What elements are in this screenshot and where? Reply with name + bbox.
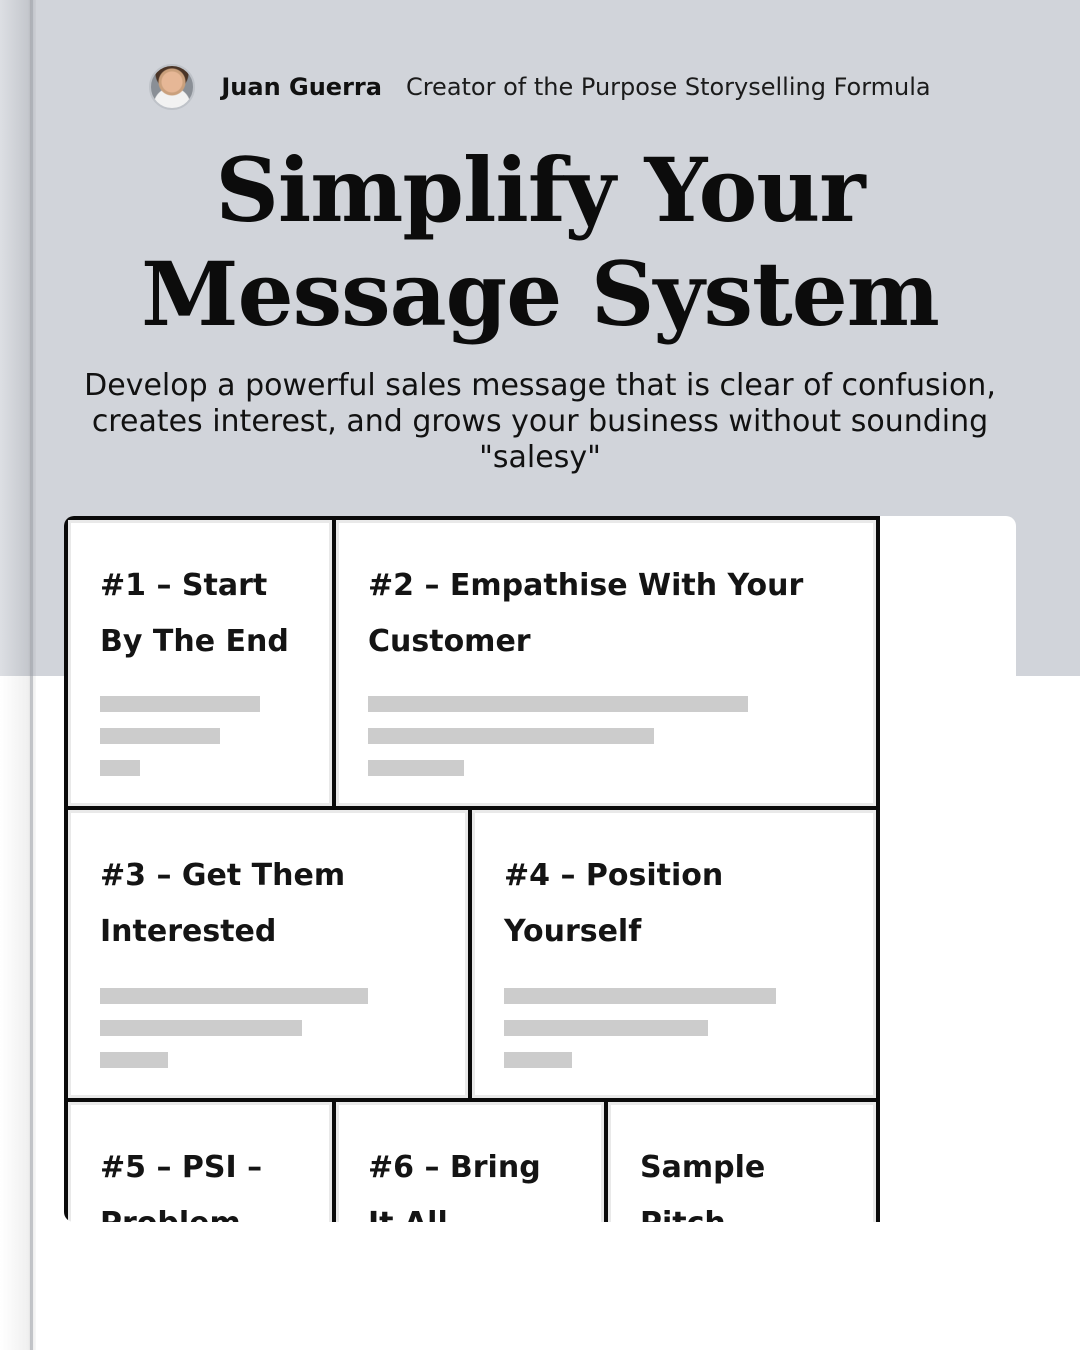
module-card-title-line-2: It All [368,1206,448,1222]
module-card-title-line-1: #5 – PSI – [100,1150,263,1185]
placeholder-text-bar [504,1020,708,1036]
placeholder-text-bar [368,696,748,712]
module-card-sample-pitch: Sample Pitch [604,1098,880,1222]
module-grid: #1 – Start By The End #2 – Empathise Wit… [64,516,880,1222]
cover-title-line-2: Message System [141,242,940,346]
author-byline: Juan Guerra Creator of the Purpose Story… [0,62,1080,112]
placeholder-text-bar [100,696,260,712]
module-card-3: #3 – Get Them Interested [64,806,472,1102]
module-card-title-line-1: #2 – Empathise With Your [368,568,804,603]
module-card-title: #1 – Start By The End [100,558,289,670]
placeholder-text-bar [100,988,368,1004]
author-role: Creator of the Purpose Storyselling Form… [405,73,931,101]
module-card-6: #6 – Bring It All [332,1098,608,1222]
module-card-title-line-1: #1 – Start [100,568,268,603]
module-card-title-line-1: Sample [640,1150,766,1185]
module-card-5: #5 – PSI – Problem [64,1098,336,1222]
module-card-title: Sample Pitch [640,1140,765,1222]
placeholder-text-bar [504,988,776,1004]
author-avatar-icon [149,64,196,110]
module-card-title-line-2: Yourself [504,914,642,949]
module-card-title: #3 – Get Them Interested [100,848,345,960]
placeholder-text-bar [100,760,140,776]
cover-title: Simplify Your Message System [0,138,1080,346]
cover-title-line-1: Simplify Your [215,138,865,242]
module-card-title: #4 – Position Yourself [504,848,723,960]
placeholder-text-bar [504,1052,572,1068]
module-card-title-line-1: #4 – Position [504,858,724,893]
module-card-title: #6 – Bring It All [368,1140,541,1222]
book-spine-line [30,0,33,1350]
module-card-2: #2 – Empathise With Your Customer [332,516,880,810]
cover-subtitle: Develop a powerful sales message that is… [84,368,996,475]
module-card-title: #5 – PSI – Problem [100,1140,262,1222]
module-card-title-line-2: Interested [100,914,277,949]
module-card-title-line-1: #6 – Bring [368,1150,541,1185]
placeholder-text-bar [100,1052,168,1068]
module-card-title-line-1: #3 – Get Them [100,858,346,893]
module-card-1: #1 – Start By The End [64,516,336,810]
module-card-title-line-2: Customer [368,624,531,659]
placeholder-text-bar [368,728,654,744]
module-card-title-line-2: Pitch [640,1206,726,1222]
placeholder-text-bar [368,760,464,776]
module-card-4: #4 – Position Yourself [468,806,880,1102]
placeholder-text-bar [100,1020,302,1036]
module-card-title: #2 – Empathise With Your Customer [368,558,803,670]
placeholder-text-bar [100,728,220,744]
module-card-title-line-2: Problem [100,1206,241,1222]
author-name: Juan Guerra [221,73,382,101]
module-card-title-line-2: By The End [100,624,289,659]
